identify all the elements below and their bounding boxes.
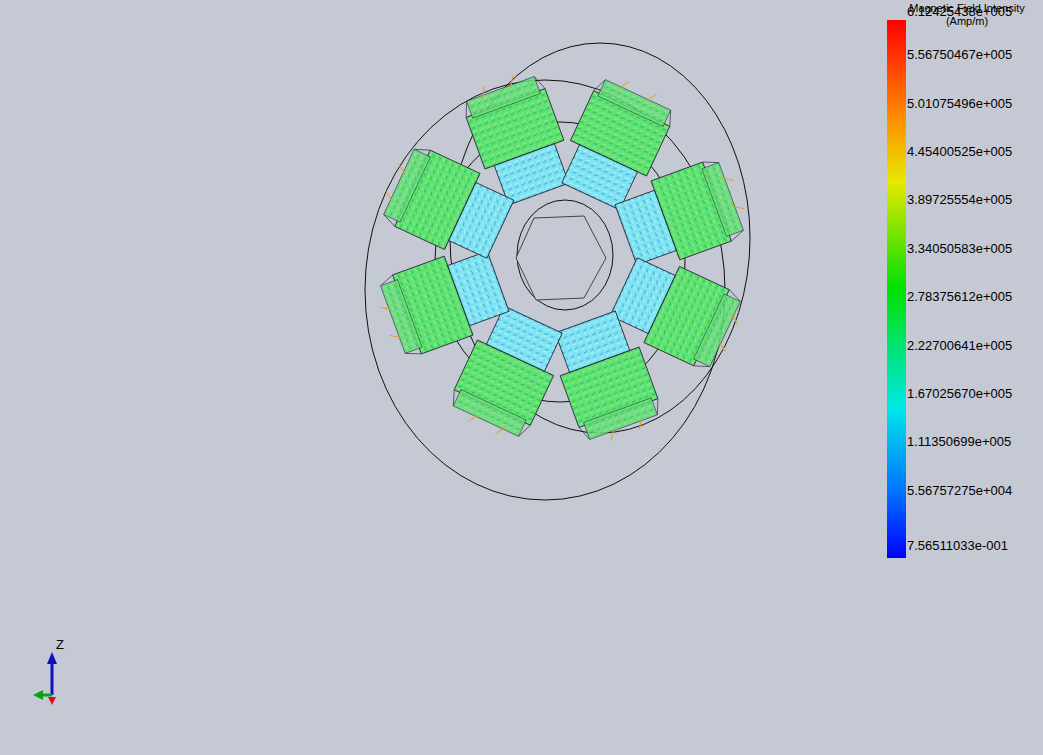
- scale-value: 3.89725554e+005: [907, 193, 1012, 208]
- scale-value: 5.56757275e+004: [907, 484, 1012, 499]
- motor-model: [365, 43, 750, 500]
- axis-triad: [33, 652, 57, 705]
- scale-value: 1.67025670e+005: [907, 387, 1012, 402]
- scale-value: 3.34050583e+005: [907, 242, 1012, 257]
- scale-value: 5.01075496e+005: [907, 97, 1012, 112]
- scale-value: 7.56511033e-001: [907, 539, 1008, 554]
- scale-value: 6.12425438e+005: [907, 5, 1012, 20]
- scale-value: 2.78375612e+005: [907, 290, 1012, 305]
- magnet-array: [371, 67, 753, 449]
- scale-value: 4.45400525e+005: [907, 145, 1012, 160]
- scale-value: 2.22700641e+005: [907, 339, 1012, 354]
- scale-value: 5.56750467e+005: [907, 48, 1012, 63]
- color-bar: [887, 20, 906, 558]
- scale-value: 1.11350699e+005: [907, 435, 1011, 450]
- axis-label: Z: [56, 638, 64, 653]
